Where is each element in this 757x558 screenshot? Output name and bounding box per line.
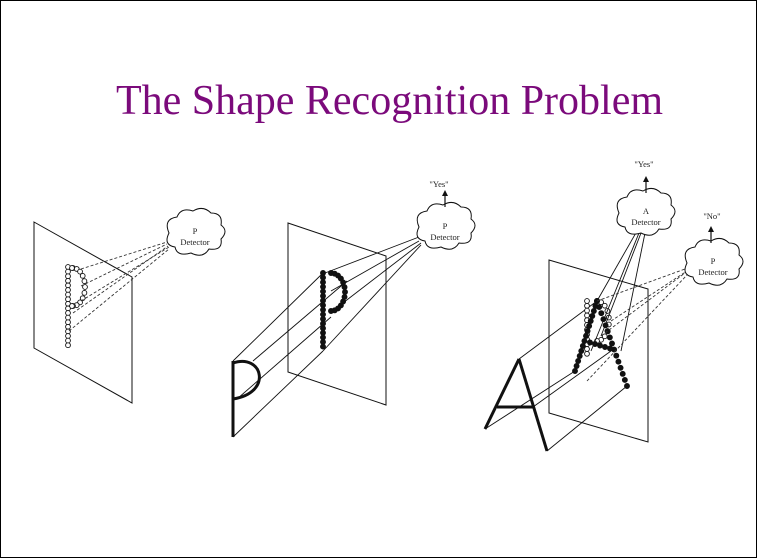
pixel-dot [598, 310, 605, 317]
pixel-dot [320, 343, 326, 350]
pixel-dot [601, 302, 608, 309]
pixel-dot [604, 328, 611, 335]
pixel-dot [65, 277, 71, 284]
pixel-dot [584, 350, 590, 357]
detector-label-detector-1: Detector [180, 237, 209, 247]
pixel-dot [581, 338, 588, 344]
pixel-dot [65, 323, 71, 330]
pixel-dot [79, 295, 86, 302]
pixel-dot [65, 337, 71, 344]
pixel-dot [82, 284, 88, 290]
p-detector-cloud-1: P Detector [166, 207, 226, 256]
p-detector-rays-3 [586, 268, 688, 382]
pixel-dot [65, 328, 71, 335]
pixel-dot [587, 339, 593, 346]
detector-label-a-3: A [643, 206, 650, 216]
pixel-dot [587, 318, 594, 324]
pixel-dot [602, 344, 608, 350]
pixel-dot [597, 342, 603, 349]
p-pixel-letter-2 [320, 270, 348, 350]
pixel-dot [589, 313, 596, 319]
pixel-dot [584, 298, 590, 304]
pixel-dot [596, 304, 603, 311]
pixel-dot [601, 333, 608, 340]
pixel-dot [584, 328, 591, 334]
pixel-dot [624, 383, 630, 389]
pixel-dot [65, 268, 71, 275]
p-pixel-letter-1 [65, 264, 88, 349]
pixel-dot [584, 312, 590, 319]
pixel-dot [328, 308, 334, 314]
pixel-dot [65, 273, 71, 280]
object-letter-a-3 [483, 358, 549, 452]
pixel-dot [65, 319, 71, 326]
pixel-dot [576, 353, 583, 359]
pixel-dot [584, 302, 590, 309]
pixel-dot [615, 358, 622, 365]
pixel-dot [342, 289, 348, 295]
pixel-dot [65, 342, 71, 349]
retina-plane-2 [287, 222, 387, 406]
a-pixel-letter-3 [572, 298, 630, 389]
pixel-dot [607, 345, 613, 352]
pixel-dot [65, 291, 71, 298]
pixel-dot [65, 282, 71, 289]
pixel-dot [621, 376, 628, 383]
pixel-dot [81, 290, 88, 296]
pixel-dot [79, 272, 86, 279]
output-label-yes-2: "Yes" [429, 179, 448, 189]
pixel-dot [590, 308, 597, 314]
slide-title: The Shape Recognition Problem [115, 78, 664, 124]
pixel-dot [65, 314, 71, 321]
p-detector-cloud-3: P Detector [684, 237, 744, 286]
pixel-dot [77, 268, 83, 275]
pixel-dot [81, 278, 88, 284]
pixel-dot [619, 370, 626, 377]
retina-plane-1 [33, 221, 133, 404]
projection-lines-3 [484, 300, 628, 452]
pixel-dot [65, 296, 71, 303]
pixel-dot [583, 333, 589, 339]
pixel-dot [613, 352, 620, 359]
detector-label-p-3: P [711, 256, 716, 266]
retina-plane-3 [548, 259, 649, 443]
pixel-dot [578, 348, 585, 354]
pixel-dot [65, 310, 71, 316]
pixel-dot [573, 363, 580, 369]
pixel-dot [69, 265, 75, 271]
pixel-dot [69, 303, 75, 309]
pixel-dot [65, 333, 71, 339]
detector-rays-1 [68, 241, 170, 332]
pixel-dot [617, 364, 624, 371]
a-detector-rays-3 [590, 230, 646, 352]
pixel-dot [575, 358, 582, 364]
p-detector-cloud-2: P Detector [416, 201, 476, 250]
detector-label-p-2: P [443, 221, 448, 231]
detector-label-detector-2: Detector [430, 232, 459, 242]
pixel-dot [341, 284, 348, 291]
detector-rays-2 [322, 236, 422, 352]
pixel-dot [606, 334, 613, 341]
pixel-dot [586, 323, 593, 329]
detector-label-p-1: P [193, 226, 198, 236]
panel-1: P Detector [33, 207, 226, 404]
pixel-dot [65, 287, 71, 293]
output-label-no-3: "No" [703, 211, 720, 221]
projection-lines-2 [232, 272, 348, 438]
panel-2: P Detector "Yes" [231, 179, 476, 438]
pixel-dot [584, 307, 590, 314]
pixel-dot [572, 368, 578, 374]
detector-label-a-detector-3: Detector [631, 217, 660, 227]
output-label-yes-3: "Yes" [634, 159, 653, 169]
pixel-dot [579, 343, 586, 349]
pixel-dot [609, 340, 615, 347]
panel-3: A Detector "Yes" P Detector "No" [483, 159, 744, 452]
detector-label-p-detector-3: Detector [698, 267, 727, 277]
a-detector-cloud-3: A Detector [616, 187, 676, 236]
object-letter-p-2 [231, 359, 261, 437]
